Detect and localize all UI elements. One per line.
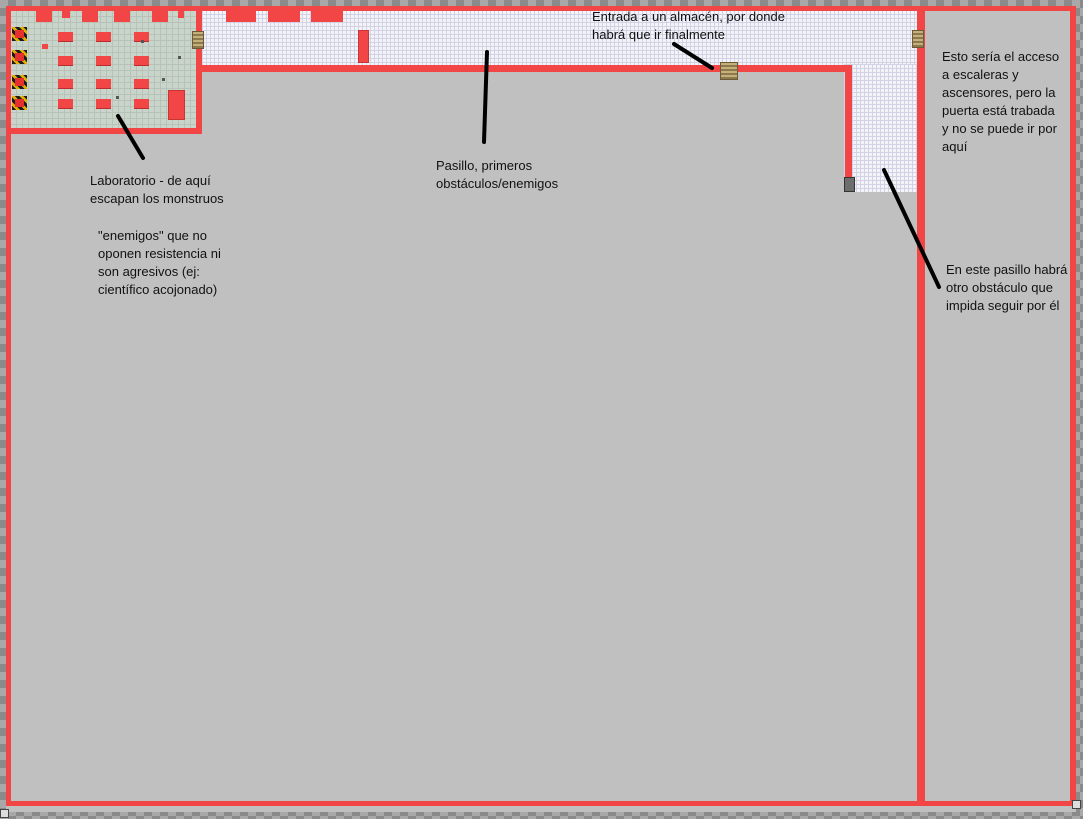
door-icon[interactable] [912,30,924,48]
top-fixture [82,10,98,22]
label-stairs-access: Esto sería el acceso a escaleras y ascen… [942,49,1060,154]
corridor-wall-bottom [196,65,852,72]
top-fixture [114,10,130,22]
top-fixture [226,10,256,22]
lab-desk-icon[interactable] [58,79,73,89]
outer-wall-bottom [6,801,1076,806]
lab-desk-icon[interactable] [96,99,111,109]
resize-handle-bottom-right[interactable] [1072,800,1081,809]
label-warehouse-entrance: Entrada a un almacén, por donde habrá qu… [592,9,785,42]
label-corridor: Pasillo, primeros obstáculos/enemigos [436,158,559,191]
hazard-crate-icon[interactable] [12,27,27,41]
hazard-crate-icon[interactable] [12,50,27,64]
lab-desk-icon[interactable] [134,99,149,109]
hazard-crate-icon[interactable] [12,96,27,110]
lab-cabinet[interactable] [168,90,185,120]
top-fixture [152,10,168,22]
lab-marker [42,44,48,49]
scientist-npc-icon[interactable] [162,78,165,81]
side-corridor-floor [844,64,918,192]
lab-desk-icon[interactable] [134,79,149,89]
outer-wall-top [6,6,1076,11]
corridor-obstacle[interactable] [358,30,369,63]
lab-wall-right [196,10,202,134]
door-icon[interactable] [720,62,738,80]
map-canvas[interactable] [6,6,1076,812]
lab-desk-icon[interactable] [58,99,73,109]
top-fixture [62,10,70,18]
door-icon[interactable] [192,31,204,49]
lab-desk-icon[interactable] [96,32,111,42]
lab-desk-icon[interactable] [96,56,111,66]
top-fixture [268,10,300,22]
scientist-npc-icon[interactable] [116,96,119,99]
east-divider-wall [917,6,925,806]
side-corridor-wall-left [845,65,852,189]
lab-desk-icon[interactable] [58,32,73,42]
hazard-crate-icon[interactable] [12,75,27,89]
label-enemy-note: "enemigos" que no oponen resistencia ni … [98,228,221,297]
lab-wall-bottom [6,128,201,134]
label-laboratory: Laboratorio - de aquí escapan los monstr… [90,173,224,206]
scientist-npc-icon[interactable] [141,40,144,43]
outer-wall-right [1070,6,1076,806]
label-side-corridor: En este pasillo habrá otro obstáculo que… [946,262,1068,313]
resize-handle-bottom-left[interactable] [0,809,9,818]
laboratory-floor [10,10,198,130]
door-icon[interactable] [844,177,855,192]
top-fixture [311,10,343,22]
lab-desk-icon[interactable] [58,56,73,66]
top-fixture [36,10,52,22]
lab-desk-icon[interactable] [134,56,149,66]
lab-desk-icon[interactable] [96,79,111,89]
top-fixture [178,10,184,18]
outer-wall-left [6,6,11,806]
scientist-npc-icon[interactable] [178,56,181,59]
